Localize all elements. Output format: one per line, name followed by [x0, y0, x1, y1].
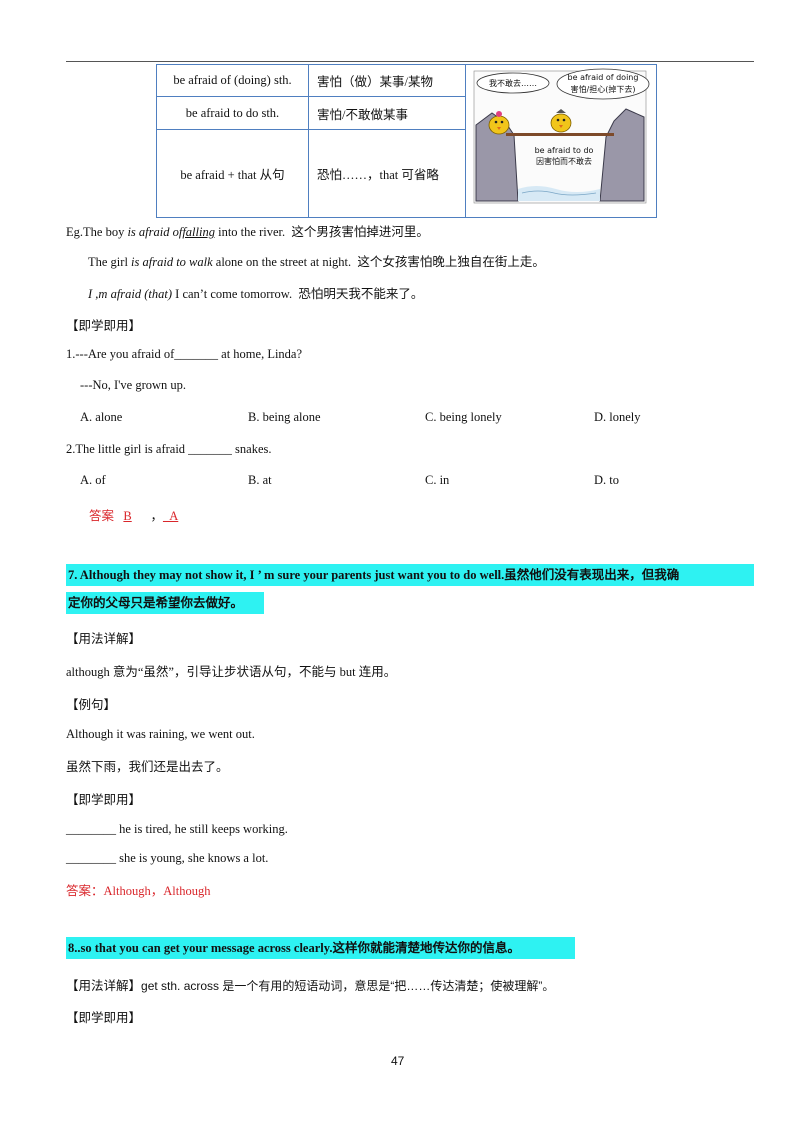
phrase-cell: be afraid of (doing) sth.: [156, 63, 309, 98]
example-en: Although it was raining, we went out.: [66, 727, 255, 741]
option: A. of: [80, 473, 106, 487]
answer-line: 答案 B ，_A: [89, 509, 179, 523]
practice-heading: 【即学即用】: [66, 1011, 142, 1025]
practice-item: ________ she is young, she knows a lot.: [66, 851, 269, 865]
example-3: I ,m afraid (that) I can’t come tomorrow…: [88, 287, 424, 301]
section-8-title: 8..so that you can get your message acro…: [66, 937, 575, 959]
speech-bubble-right: [556, 68, 650, 100]
bubble-right-en: be afraid of doing: [568, 73, 639, 82]
cartoon-cell: 我不敢去…… be afraid of doing 害怕/担心(掉下去) be …: [465, 64, 657, 218]
question-1: 1.---Are you afraid of_______ at home, L…: [66, 347, 303, 361]
bubble-left-text: 我不敢去……: [489, 78, 537, 88]
usage-table: be afraid of (doing) sth. 害怕（做）某事/某物: [156, 63, 657, 219]
example-2: The girl is afraid to walk alone on the …: [88, 255, 545, 269]
option: C. in: [425, 473, 450, 487]
question-1-reply: ---No, I've grown up.: [80, 378, 187, 392]
practice-item: ________ he is tired, he still keeps wor…: [66, 822, 288, 836]
page-number: 47: [391, 1054, 405, 1068]
section-7-title-line-2: 定你的父母只是希望你去做好。: [66, 592, 264, 614]
example-heading: 【例句】: [66, 698, 117, 712]
bubble-right-zh: 害怕/担心(掉下去): [571, 84, 636, 94]
table-row: be afraid + that 从句 恐怕……，that 可省略: [156, 128, 657, 219]
meaning-cell: 害怕（做）某事/某物: [308, 63, 466, 98]
meaning-cell: 恐怕……，that 可省略: [308, 128, 466, 219]
caption-en: be afraid to do: [535, 146, 594, 155]
usage-line: 【用法详解】get sth. across 是一个有用的短语动词，意思是“把………: [66, 979, 555, 993]
table-row: be afraid to do sth. 害怕/不敢做某事: [156, 96, 657, 130]
caption-zh: 因害怕而不敢去: [536, 156, 592, 166]
speech-bubble-left: [476, 72, 550, 94]
option: C. being lonely: [425, 410, 502, 424]
phrase-cell: be afraid to do sth.: [156, 96, 309, 130]
option: B. at: [248, 473, 272, 487]
chick-left: [488, 115, 510, 135]
answer-line: 答案：Although，Although: [66, 884, 211, 898]
example-zh: 虽然下雨，我们还是出去了。: [66, 760, 229, 774]
option: A. alone: [80, 410, 123, 424]
header-rule: [66, 61, 754, 62]
section-7-title-line-1: 7. Although they may not show it, I ’ m …: [66, 564, 754, 586]
phrase-cell: be afraid + that 从句: [156, 128, 309, 219]
practice-heading: 【即学即用】: [66, 319, 142, 333]
table-row: be afraid of (doing) sth. 害怕（做）某事/某物: [156, 63, 657, 218]
question-2: 2.The little girl is afraid _______ snak…: [66, 442, 272, 456]
option: D. to: [594, 473, 619, 487]
meaning-cell: 害怕/不敢做某事: [308, 96, 466, 130]
usage-heading: 【用法详解】: [66, 632, 142, 646]
practice-heading: 【即学即用】: [66, 793, 142, 807]
usage-text: although 意为“虽然”，引导让步状语从句，不能与 but 连用。: [66, 665, 397, 679]
option: B. being alone: [248, 410, 321, 424]
cartoon-illustration: 我不敢去…… be afraid of doing 害怕/担心(掉下去) be …: [473, 68, 650, 204]
example-1: Eg.The boy is afraid offalling into the …: [66, 225, 429, 239]
chick-right: [550, 113, 572, 133]
bridge-plank: [506, 133, 614, 136]
option: D. lonely: [594, 410, 641, 424]
